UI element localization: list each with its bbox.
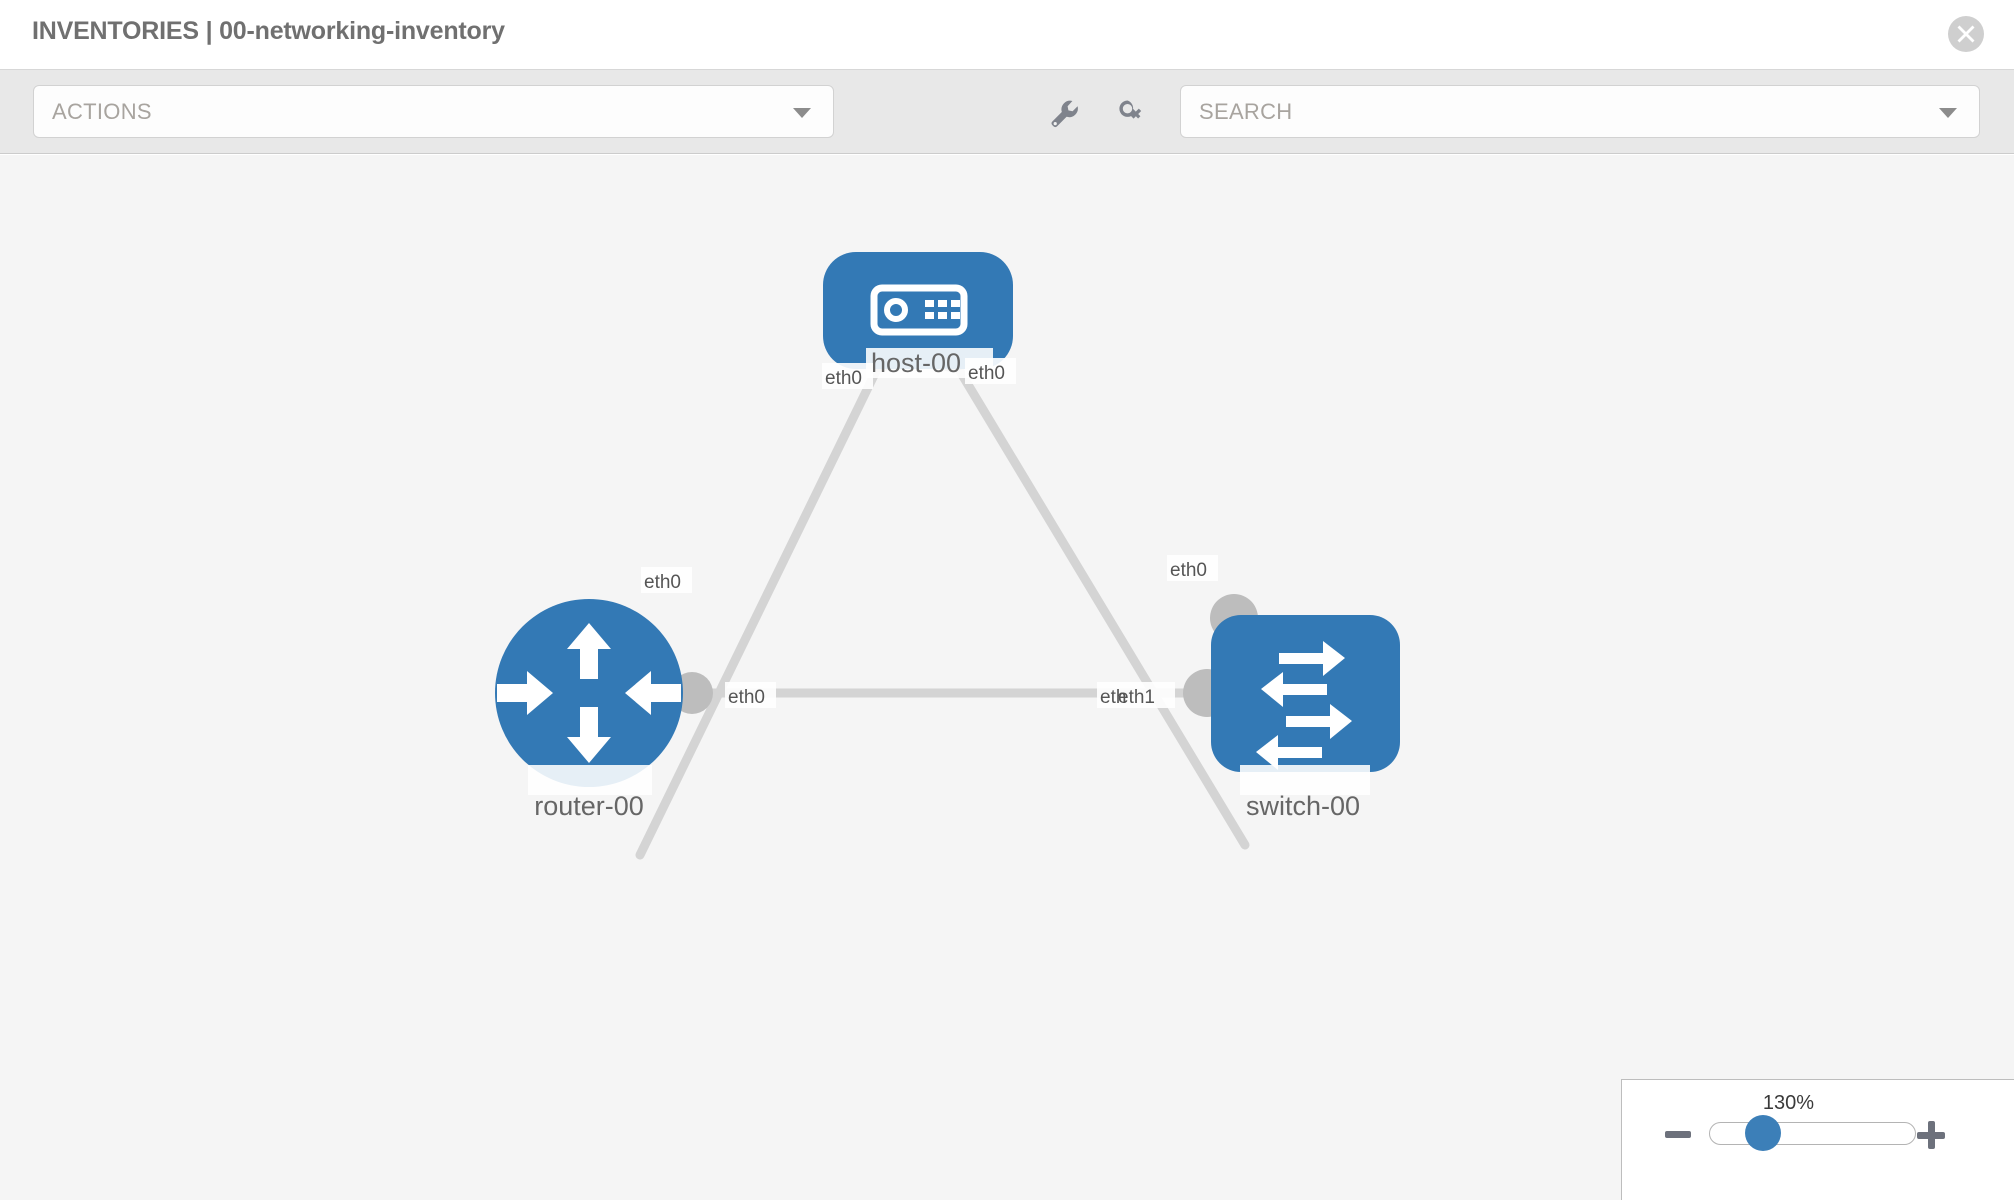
- search-input[interactable]: SEARCH: [1180, 85, 1980, 138]
- topology-edges: [635, 358, 1250, 860]
- zoom-in-button[interactable]: [1917, 1121, 1945, 1149]
- node-label-switch-00: switch-00: [1246, 791, 1360, 821]
- search-placeholder: SEARCH: [1199, 99, 1293, 124]
- iface-label-switch00-eth1: eth1: [1118, 687, 1155, 708]
- close-icon[interactable]: [1948, 16, 1984, 52]
- node-label-router-00: router-00: [534, 791, 644, 821]
- node-router-00[interactable]: router-00: [495, 599, 683, 821]
- edge-host00-switch00[interactable]: [950, 358, 1250, 850]
- page-header: INVENTORIES | 00-networking-inventory: [0, 0, 2014, 70]
- zoom-percent-label: 130%: [1762, 1092, 1815, 1114]
- page-title: INVENTORIES | 00-networking-inventory: [32, 17, 505, 45]
- wrench-icon[interactable]: [1046, 96, 1080, 130]
- topology-connectors: [671, 330, 1258, 717]
- switch-arrows-icon: [1256, 641, 1352, 770]
- chevron-down-icon: [793, 108, 811, 118]
- router-arrows-icon: [497, 623, 681, 763]
- edge-host00-router00[interactable]: [635, 358, 885, 860]
- zoom-slider-track[interactable]: [1709, 1122, 1916, 1145]
- key-icon[interactable]: [1114, 96, 1148, 130]
- zoom-out-button[interactable]: [1665, 1131, 1691, 1138]
- toolbar: ACTIONS SEARCH: [0, 70, 2014, 154]
- node-host-00[interactable]: host-00: [823, 252, 1013, 378]
- topology-canvas[interactable]: host-00: [0, 155, 2014, 1200]
- zoom-slider-thumb[interactable]: [1745, 1115, 1781, 1151]
- chevron-down-icon[interactable]: [1939, 108, 1957, 118]
- server-icon: [870, 284, 968, 336]
- topology-graph: host-00: [495, 252, 1400, 860]
- actions-dropdown[interactable]: ACTIONS: [33, 85, 834, 138]
- iface-label-switch00-uplink: eth0: [1170, 560, 1207, 581]
- iface-label-switch00-overlap: eth: [1100, 687, 1126, 708]
- interface-labels: eth0 eth0 eth0 eth0 eth0 eth eth1: [641, 358, 1218, 708]
- iface-label-host00-left: eth0: [825, 368, 862, 389]
- iface-label-host00-right: eth0: [968, 363, 1005, 384]
- zoom-control-panel: 130%: [1621, 1079, 2014, 1200]
- node-label-host-00: host-00: [871, 348, 961, 378]
- node-switch-00[interactable]: switch-00: [1211, 615, 1400, 821]
- iface-label-router00-uplink: eth0: [644, 572, 681, 593]
- iface-label-router00-eth0: eth0: [728, 687, 765, 708]
- actions-dropdown-label: ACTIONS: [52, 99, 152, 124]
